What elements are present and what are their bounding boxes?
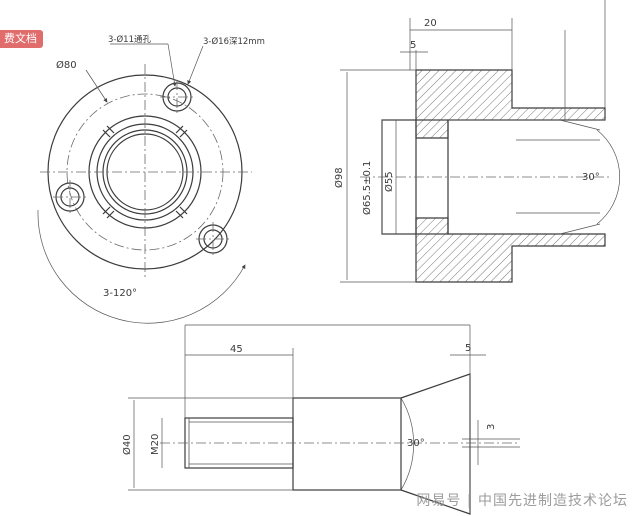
angle-30b-arc — [400, 397, 414, 491]
watermark: 网易号 | 中国先进制造技术论坛 — [416, 493, 628, 509]
angle-label: 3-120° — [103, 288, 137, 299]
section-view: 20 5 Ø98 Ø65.5±0.1 Ø55 30° — [333, 0, 620, 283]
pcd-label: Ø80 — [56, 59, 77, 71]
bolt-hole-top — [160, 80, 194, 114]
pcd-leader — [85, 69, 108, 103]
section-body-bottom — [415, 217, 606, 283]
counterbore-label: 3-Ø16深12mm — [203, 36, 265, 47]
dim-55-label: Ø55 — [383, 171, 395, 192]
angle-30-label: 30° — [582, 172, 600, 183]
collet-slots — [102, 125, 188, 219]
holes-leader — [167, 43, 177, 87]
dim-98-label: Ø98 — [333, 167, 345, 188]
dim-45-label: 45 — [230, 344, 243, 355]
dim-5b-label: 5 — [465, 343, 471, 354]
counterbore-leader — [187, 45, 204, 85]
section-body-top — [415, 69, 606, 139]
bolt-hole-left — [53, 180, 87, 214]
pin-body — [292, 397, 402, 491]
front-view: Ø80 3-Ø11通孔 3-Ø16深12mm 3-120° — [37, 34, 265, 324]
angle-arc — [37, 209, 246, 324]
dim-65-label: Ø65.5±0.1 — [361, 161, 373, 215]
dim-5-label: 5 — [410, 40, 416, 51]
doc-badge: 费文档 — [0, 30, 43, 48]
bolt-hole-right — [196, 222, 230, 256]
dim-3-label: 3 — [486, 424, 497, 430]
holes-label: 3-Ø11通孔 — [108, 34, 151, 45]
angle-30-arc — [596, 129, 620, 225]
dim-m20-label: M20 — [150, 434, 161, 455]
angle-30b-label: 30° — [407, 438, 425, 449]
dim-40-label: Ø40 — [121, 434, 133, 455]
pin-view: 45 5 Ø40 M20 30° 3 — [121, 324, 520, 515]
dim-20-label: 20 — [424, 18, 437, 29]
